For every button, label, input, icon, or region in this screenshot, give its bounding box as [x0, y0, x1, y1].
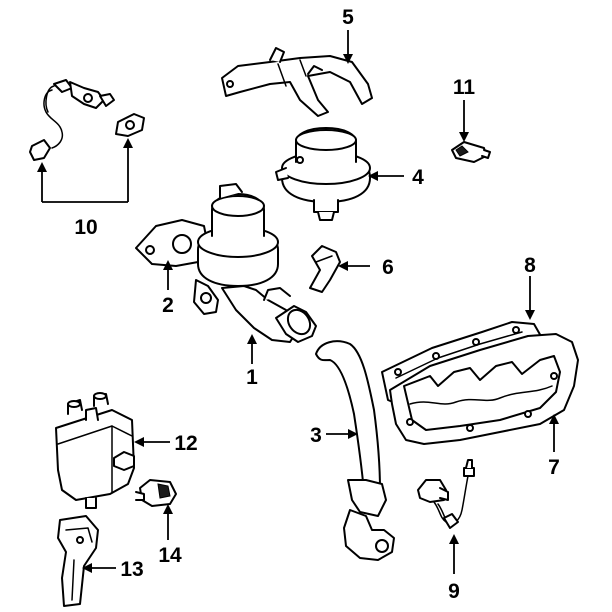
- part-1-egr-valve: [193, 183, 317, 343]
- callout-12: 12: [174, 432, 197, 455]
- part-3-pipe: [315, 340, 395, 561]
- part-4-modulator: [275, 127, 371, 221]
- callout-labels: 1 2 3 4 5 6 7 8 9 10 11 12 13 14: [74, 6, 560, 603]
- callout-11: 11: [453, 76, 476, 99]
- callout-4: 4: [412, 166, 424, 189]
- callout-2: 2: [162, 294, 174, 317]
- part-11-sensor: [451, 141, 491, 163]
- part-14-valve: [135, 479, 177, 507]
- callout-14: 14: [158, 544, 182, 567]
- callout-8: 8: [524, 254, 536, 277]
- part-9-sensor: [417, 459, 475, 529]
- callout-1: 1: [246, 366, 258, 389]
- part-10-sensor: [29, 79, 145, 161]
- callout-3: 3: [310, 424, 322, 447]
- leader-lines: [37, 30, 559, 574]
- callout-5: 5: [342, 6, 354, 29]
- callout-13: 13: [120, 558, 143, 581]
- part-7-cover: [389, 333, 579, 445]
- callout-10: 10: [74, 216, 97, 239]
- callout-9: 9: [448, 580, 460, 603]
- callout-6: 6: [382, 256, 394, 279]
- part-6-hose: [309, 245, 341, 293]
- callout-7: 7: [548, 456, 560, 479]
- part-12-canister: [55, 392, 135, 509]
- part-13-bracket: [57, 515, 99, 607]
- part-5-bracket: [221, 47, 373, 117]
